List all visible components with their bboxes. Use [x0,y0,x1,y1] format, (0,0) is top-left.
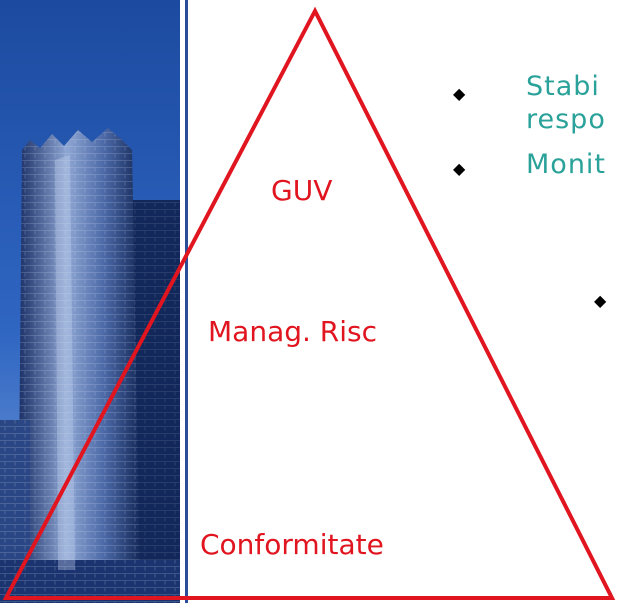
pyramid-label-bottom: Conformitate [200,528,384,561]
sub-bullet-diamond-icon: ◆ [594,291,607,310]
pyramid-label-middle: Manag. Risc [208,315,378,348]
bullet-diamond-icon: ◆ [453,159,466,178]
vertical-divider [185,0,188,603]
bullet-diamond-icon: ◆ [453,84,466,103]
bullet-1-line-1: Stabi [526,71,600,102]
pyramid-label-top: GUV [271,174,333,207]
castle-tower-photo [0,0,180,603]
bullet-2-line-1: Monit [526,149,607,180]
bullet-1-line-2: respo [526,104,606,135]
